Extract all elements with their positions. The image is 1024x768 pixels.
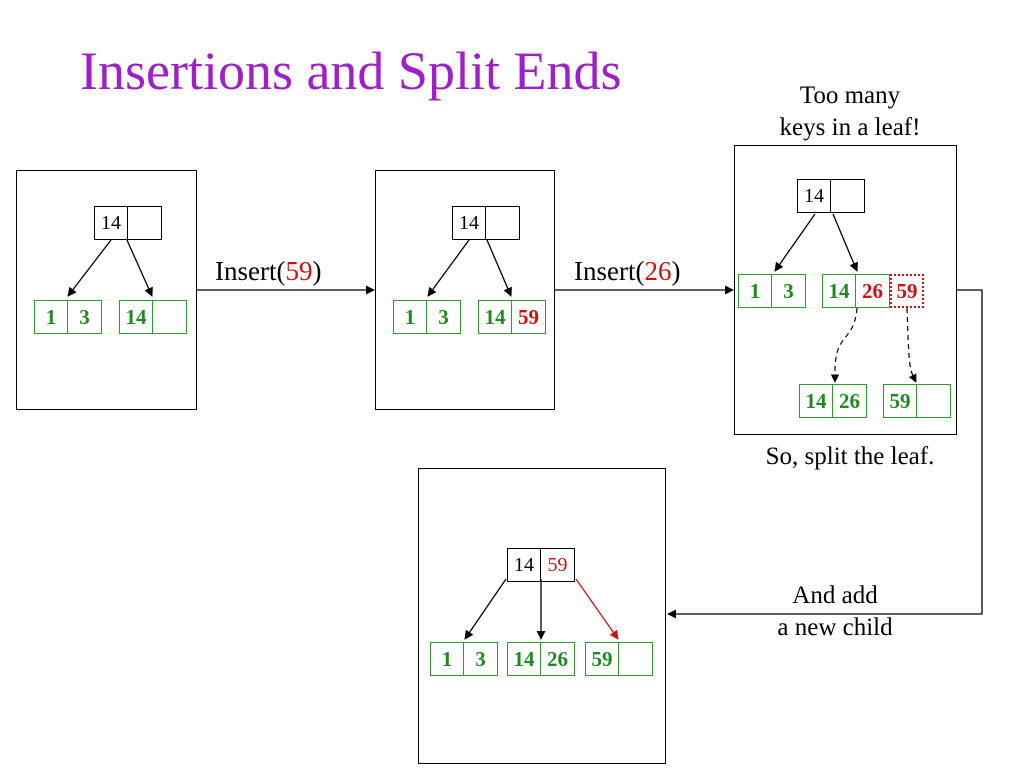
note-split-leaf: So, split the leaf.	[765, 443, 935, 470]
note-too-many-line2: keys in a leaf!	[779, 114, 921, 141]
leaf-node: 1 3	[738, 274, 806, 308]
key-cell: 59	[585, 642, 619, 676]
leaf-node: 1 3	[34, 300, 102, 334]
note-add-child: And add a new child	[735, 580, 935, 644]
key-cell: 3	[772, 274, 806, 308]
key-cell: 3	[464, 642, 498, 676]
slide-title: Insertions and Split Ends	[80, 41, 622, 101]
key-cell: 26	[541, 642, 575, 676]
note-too-many-line1: Too many	[799, 82, 901, 109]
key-cell: 3	[68, 300, 102, 334]
key-cell: 1	[430, 642, 464, 676]
key-cell: 14	[478, 300, 512, 334]
key-cell: 14	[507, 642, 541, 676]
note-too-many-keys: Too many keys in a leaf!	[740, 80, 960, 144]
key-cell: 59	[883, 384, 917, 418]
note-add-line2: a new child	[777, 614, 893, 641]
insert-value: 26	[644, 256, 672, 286]
key-cell	[486, 206, 520, 240]
root-node: 14	[797, 179, 865, 213]
promoted-key-cell: 59	[541, 548, 575, 582]
overflow-key-cell: 59	[890, 274, 924, 308]
insert-value: 59	[285, 256, 313, 286]
key-cell: 14	[94, 206, 128, 240]
key-cell	[831, 179, 865, 213]
key-cell: 14	[507, 548, 541, 582]
key-cell	[917, 384, 951, 418]
leaf-node: 14 26	[507, 642, 575, 676]
insert-prefix: Insert(	[574, 256, 645, 286]
leaf-node: 1 3	[430, 642, 498, 676]
insert-suffix: )	[671, 256, 681, 286]
key-cell	[619, 642, 653, 676]
key-cell: 1	[34, 300, 68, 334]
key-cell	[128, 206, 162, 240]
key-cell: 14	[799, 384, 833, 418]
leaf-node: 1 3	[393, 300, 461, 334]
panel-final-tree	[418, 468, 666, 764]
root-node: 14	[94, 206, 162, 240]
leaf-node: 14 59	[478, 300, 546, 334]
root-node: 14	[452, 206, 520, 240]
leaf-node: 14	[119, 300, 187, 334]
new-key-cell: 26	[856, 274, 890, 308]
key-cell: 14	[797, 179, 831, 213]
insert-59-label: Insert(59)	[215, 256, 321, 287]
overfull-leaf-node: 14 26 59	[822, 274, 924, 308]
split-leaf-right: 59	[883, 384, 951, 418]
key-cell: 1	[393, 300, 427, 334]
insert-suffix: )	[312, 256, 322, 286]
key-cell: 14	[822, 274, 856, 308]
key-cell: 26	[833, 384, 867, 418]
split-leaf-left: 14 26	[799, 384, 867, 418]
note-add-line1: And add	[792, 582, 878, 609]
key-cell: 3	[427, 300, 461, 334]
insert-prefix: Insert(	[215, 256, 286, 286]
new-child-leaf-node: 59	[585, 642, 653, 676]
key-cell: 14	[119, 300, 153, 334]
insert-26-label: Insert(26)	[574, 256, 680, 287]
new-key-cell: 59	[512, 300, 546, 334]
key-cell: 1	[738, 274, 772, 308]
root-node: 14 59	[507, 548, 575, 582]
key-cell: 14	[452, 206, 486, 240]
key-cell	[153, 300, 187, 334]
